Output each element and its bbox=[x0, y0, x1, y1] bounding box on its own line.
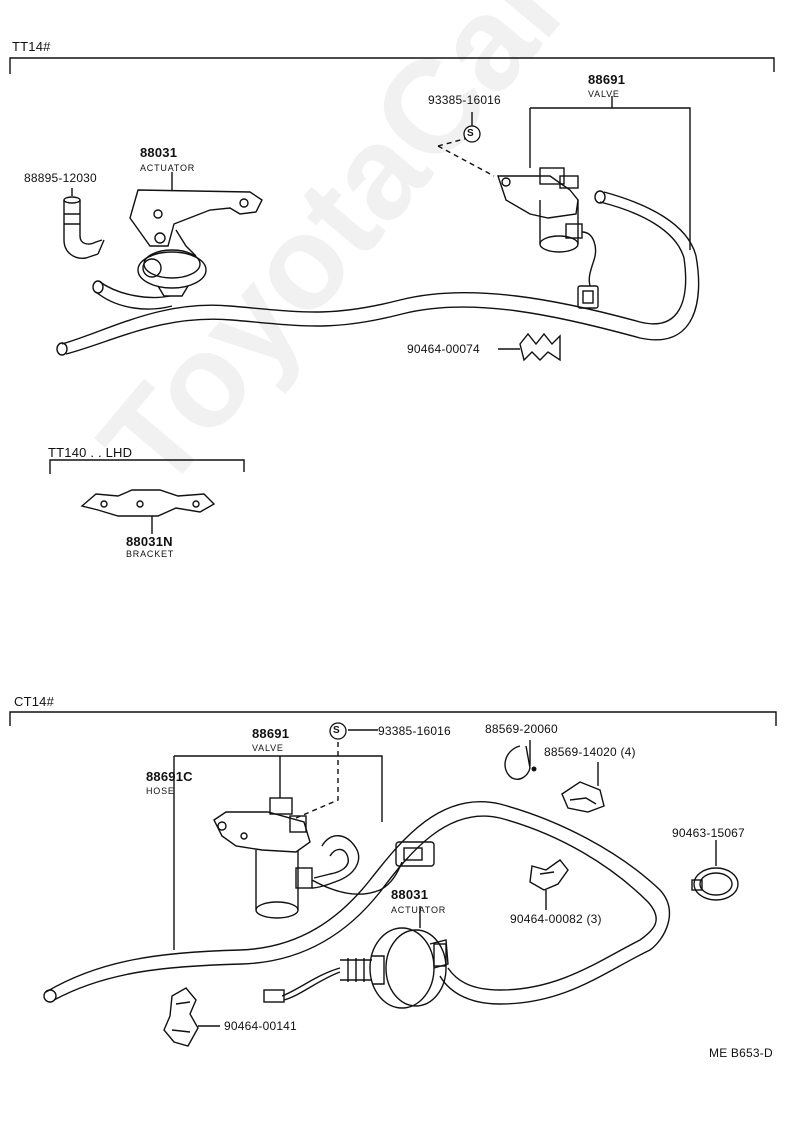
tt14-screw-symbol bbox=[463, 125, 481, 143]
tt14-title: TT14# bbox=[12, 39, 51, 54]
tt14-hose-label: 88895-12030 bbox=[24, 171, 97, 185]
diagram-code: ME B653-D bbox=[709, 1046, 773, 1060]
ct14-hose-name: HOSE bbox=[146, 786, 175, 796]
tt14-main-hose bbox=[56, 190, 700, 356]
ct14-actuator-name: ACTUATOR bbox=[391, 905, 447, 915]
clamp-88569-20060 bbox=[504, 745, 531, 780]
tt14-screw-label: 93385-16016 bbox=[428, 93, 501, 107]
ct14-frame bbox=[9, 711, 777, 726]
ct14-valve-part: 88691 bbox=[252, 726, 290, 741]
clip-90464-00141-label: 90464-00141 bbox=[224, 1019, 297, 1033]
ct14-return-hose bbox=[439, 939, 651, 1005]
tt14-clip-label: 90464-00074 bbox=[407, 342, 480, 356]
tt14-actuator-part: 88031 bbox=[140, 145, 178, 160]
clamp-dot bbox=[531, 766, 537, 772]
tt14-screw-letter: S bbox=[467, 128, 474, 139]
tt14-valve-leader bbox=[529, 96, 691, 250]
ct14-actuator-part: 88031 bbox=[391, 887, 429, 902]
tt140-bracket bbox=[80, 489, 216, 517]
tt14-valve bbox=[497, 167, 599, 309]
tt14-clip-90464-00074 bbox=[519, 332, 561, 362]
elbow-hose bbox=[63, 196, 105, 259]
clamp-88569-14020-label: 88569-14020 (4) bbox=[544, 745, 636, 759]
tt14-valve-name: VALVE bbox=[588, 89, 620, 99]
ct14-main-hose bbox=[43, 801, 671, 1003]
ct14-title: CT14# bbox=[14, 694, 55, 709]
ct14-valve-hose bbox=[311, 835, 360, 889]
tt14-actuator-name: ACTUATOR bbox=[140, 163, 196, 173]
ct14-valve-name: VALVE bbox=[252, 743, 284, 753]
tt14-frame bbox=[9, 57, 775, 74]
clip-90464-00082 bbox=[529, 859, 569, 891]
band-clamp-90463-15067 bbox=[691, 867, 739, 901]
tt14-valve-part: 88691 bbox=[588, 72, 626, 87]
clamp-88569-20060-label: 88569-20060 bbox=[485, 722, 558, 736]
ct14-actuator bbox=[263, 927, 449, 1009]
ct14-hose-part: 88691C bbox=[146, 769, 193, 784]
ct14-valve bbox=[213, 797, 435, 919]
tt140-frame bbox=[49, 459, 245, 474]
tt140-title: TT140 . . LHD bbox=[48, 445, 133, 460]
clip-90464-00141 bbox=[163, 987, 199, 1047]
tt14-branch-hose bbox=[92, 280, 173, 310]
clamp-88569-14020 bbox=[561, 781, 605, 813]
tt140-bracket-name: BRACKET bbox=[126, 549, 175, 559]
band-clamp-label: 90463-15067 bbox=[672, 826, 745, 840]
ct14-hose-leader bbox=[173, 755, 383, 950]
ct14-screw-letter: S bbox=[333, 725, 340, 736]
tt14-screw-leader bbox=[437, 137, 495, 177]
clip-90464-00082-label: 90464-00082 (3) bbox=[510, 912, 602, 926]
tt140-bracket-part: 88031N bbox=[126, 534, 173, 549]
ct14-screw-leader bbox=[295, 742, 339, 819]
tt14-actuator bbox=[129, 189, 263, 297]
ct14-screw-label: 93385-16016 bbox=[378, 724, 451, 738]
ct14-screw-symbol bbox=[329, 722, 347, 740]
